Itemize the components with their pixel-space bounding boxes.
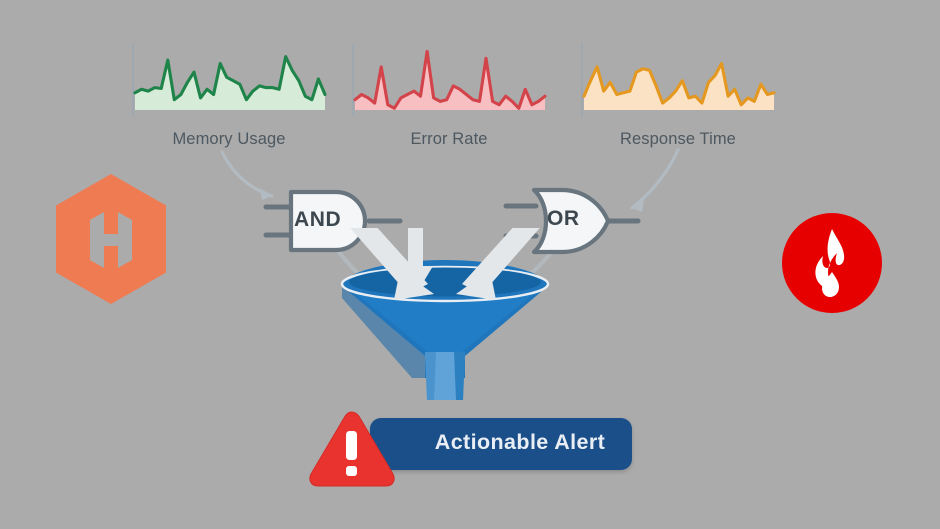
metric-card-response-time: Response Time bbox=[580, 42, 776, 149]
sparkline-error-rate bbox=[351, 42, 547, 118]
and-gate[interactable] bbox=[262, 184, 406, 256]
funnel-shape bbox=[340, 260, 550, 400]
metric-label-error-rate: Error Rate bbox=[410, 130, 488, 148]
sparkline-memory-usage bbox=[131, 42, 327, 118]
and-gate-label: AND bbox=[294, 208, 342, 231]
metric-label-memory-usage: Memory Usage bbox=[172, 130, 286, 148]
warning-triangle-icon bbox=[309, 411, 395, 487]
inflow-arrow-center bbox=[398, 228, 433, 296]
exclamation-dot bbox=[346, 466, 357, 476]
metric-card-error-rate: Error Rate bbox=[351, 42, 547, 149]
and-gate-shape bbox=[263, 189, 403, 253]
flame-circle-icon bbox=[782, 213, 882, 313]
alert-badge[interactable] bbox=[370, 418, 632, 470]
metric-card-memory-usage: Memory Usage bbox=[131, 42, 327, 149]
alert-funnel bbox=[340, 228, 550, 400]
funnel-bowl-inner bbox=[349, 267, 541, 297]
metric-label-response-time: Response Time bbox=[620, 130, 736, 148]
sparkline-line-memory bbox=[133, 55, 327, 102]
sparkline-area-memory bbox=[135, 56, 325, 110]
funnel-inflow-arrows bbox=[350, 228, 540, 300]
hashicorp-logo bbox=[56, 174, 166, 304]
sparkline-response-time bbox=[580, 42, 776, 118]
prometheus-logo bbox=[782, 213, 882, 313]
exclamation-bar bbox=[346, 431, 357, 460]
hashicorp-hexagon-icon bbox=[56, 174, 166, 304]
sparkline-line-error bbox=[353, 49, 547, 110]
alert-label: Actionable Alert bbox=[434, 430, 606, 454]
or-gate-label: OR bbox=[547, 207, 580, 230]
hint-arrow-response-to-or bbox=[630, 148, 680, 212]
hint-arrow-memory-to-and bbox=[220, 150, 274, 200]
sparkline-line-response bbox=[582, 61, 776, 107]
inflow-arrow-right bbox=[456, 228, 540, 300]
